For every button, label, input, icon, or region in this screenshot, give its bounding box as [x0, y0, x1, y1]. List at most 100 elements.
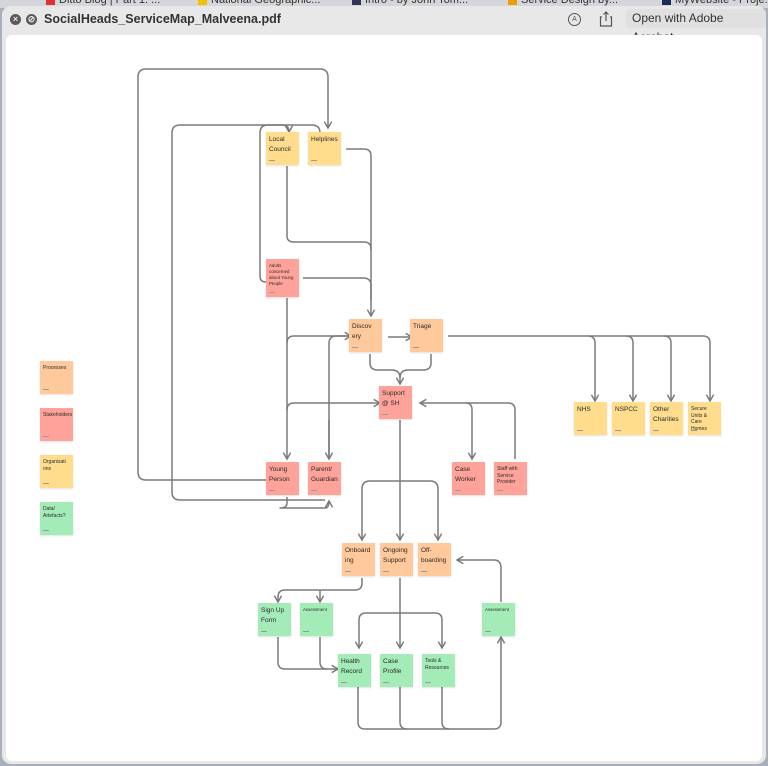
note-author-mark — [425, 682, 431, 683]
note-author-mark — [577, 430, 583, 431]
note-author-mark — [269, 490, 275, 491]
browser-tab[interactable]: Ditto Blog | Part 1: ... — [46, 0, 160, 8]
note-label: NSPCC — [615, 406, 638, 413]
node-signup-form[interactable]: Sign Up Form — [258, 603, 291, 636]
node-young-person[interactable]: Young Person — [266, 462, 299, 495]
edge-adults-to-discovery — [303, 277, 372, 300]
note-label: Local Council — [269, 136, 291, 153]
note-author-mark — [352, 347, 358, 348]
edge-signup-to-health — [277, 637, 340, 674]
browser-tab[interactable]: Service Design by... — [508, 0, 618, 8]
node-assessment-1[interactable]: Assessment — [300, 603, 333, 636]
note-label: Discov ery — [352, 323, 372, 340]
edge-discovery-left — [286, 331, 353, 344]
node-ongoing-support[interactable]: Ongoing Support — [380, 543, 413, 576]
note-label: Sign Up Form — [261, 607, 285, 624]
note-label: Organisati ons — [43, 459, 66, 472]
note-author-mark — [615, 430, 621, 431]
note-label: Other Charities — [653, 406, 679, 423]
edge-left-to-support — [286, 398, 382, 411]
connector-layer — [137, 68, 715, 730]
open-with-acrobat-button[interactable]: Open with Adobe Acrobat — [626, 9, 766, 44]
note-author-mark — [497, 490, 503, 491]
note-author-mark — [691, 430, 697, 431]
note-label: NHS — [577, 406, 591, 413]
close-icon[interactable]: × — [10, 14, 21, 25]
browser-tab[interactable]: Intro - by John Tom... — [352, 0, 468, 8]
edge-right-to-support — [418, 398, 516, 459]
edge-data-to-assessment2 — [357, 635, 506, 730]
note-author-mark — [421, 571, 427, 572]
edge-young-person-to-parent — [279, 497, 334, 509]
browser-tab[interactable]: MyWebsite - Proje... — [662, 0, 768, 8]
legend-data-artefacts: Data/ Artefacts? — [40, 502, 73, 535]
note-author-mark — [413, 347, 419, 348]
node-health-record[interactable]: Health Record — [338, 654, 371, 687]
note-label: Processes — [43, 365, 67, 371]
node-local-council[interactable]: Local Council — [266, 132, 299, 165]
edge-triage-to-charities — [663, 335, 676, 403]
legend-processes: Processes — [40, 361, 73, 394]
edge-ongoing-to-tools — [400, 612, 447, 650]
node-case-worker[interactable]: Case Worker — [452, 462, 485, 495]
note-label: Data/ Artefacts? — [43, 506, 66, 519]
node-staff-provider[interactable]: Staff with Service Provider — [494, 462, 527, 495]
edge-support-to-case-worker — [465, 402, 477, 461]
note-author-mark — [383, 682, 389, 683]
node-adults-concerned[interactable]: Adults concerned about Young People — [266, 259, 299, 297]
node-triage[interactable]: Triage — [410, 319, 443, 352]
node-tools-resources[interactable]: Tools & Resources — [422, 654, 455, 687]
node-onboarding[interactable]: Onboard ing — [342, 543, 375, 576]
note-author-mark — [345, 571, 351, 572]
edge-parent-to-local-council — [171, 124, 325, 501]
note-author-mark — [485, 631, 491, 632]
note-author-mark — [311, 160, 317, 161]
note-author-mark — [341, 682, 347, 683]
node-helplines[interactable]: Helplines — [308, 132, 341, 165]
edge-assessment2-to-offboarding — [455, 555, 502, 602]
node-secure-units[interactable]: Secure Units & Care Homes — [688, 402, 721, 435]
edge-parent-to-discovery — [328, 335, 351, 459]
node-other-charities[interactable]: Other Charities — [650, 402, 683, 435]
minimize-icon[interactable]: ⊘ — [26, 14, 37, 25]
note-label: Case Worker — [455, 466, 476, 483]
node-nhs[interactable]: NHS — [574, 402, 607, 435]
note-label: Secure Units & Care Homes — [691, 406, 708, 432]
note-author-mark — [43, 483, 49, 484]
edge-helplines-to-discovery — [346, 148, 372, 250]
note-label: Assessment — [485, 607, 509, 612]
note-label: Onboard ing — [345, 547, 371, 564]
note-label: Helplines — [311, 136, 338, 143]
edge-assessment-to-health — [319, 637, 328, 670]
note-label: Support @ SH — [382, 390, 405, 407]
note-author-mark — [382, 414, 388, 415]
node-offboarding[interactable]: Off- boarding — [418, 543, 451, 576]
edge-case-profile-loop — [399, 687, 408, 730]
edge-tools-loop — [441, 687, 450, 730]
tab-favicon-icon — [46, 0, 55, 5]
tab-favicon-icon — [198, 0, 207, 5]
note-author-mark — [43, 389, 49, 390]
browser-tab-strip: Ditto Blog | Part 1: ... National Geogra… — [0, 0, 768, 8]
note-author-mark — [43, 530, 49, 531]
edge-triage-to-nhs — [587, 335, 600, 403]
node-nspcc[interactable]: NSPCC — [612, 402, 645, 435]
note-label: Case Profile — [383, 658, 402, 675]
node-case-profile[interactable]: Case Profile — [380, 654, 413, 687]
node-support-sh[interactable]: Support @ SH — [379, 386, 412, 419]
note-author-mark — [261, 631, 267, 632]
browser-tab[interactable]: National Geographic... — [198, 0, 320, 8]
note-label: Staff with Service Provider — [497, 466, 518, 485]
note-author-mark — [269, 292, 275, 293]
node-assessment-2[interactable]: Assessment — [482, 603, 515, 636]
title-bar: × ⊘ SocialHeads_ServiceMap_Malveena.pdf … — [2, 6, 766, 44]
note-author-mark — [269, 160, 275, 161]
edge-local-council-to-discovery — [286, 166, 376, 318]
note-author-mark — [311, 490, 317, 491]
note-label: Assessment — [303, 607, 327, 612]
markup-icon[interactable]: A — [568, 13, 581, 26]
note-label: Health Record — [341, 658, 362, 675]
share-icon[interactable] — [599, 11, 613, 27]
node-parent-guardian[interactable]: Parent/ Guardian — [308, 462, 341, 495]
node-discovery[interactable]: Discov ery — [349, 319, 382, 352]
